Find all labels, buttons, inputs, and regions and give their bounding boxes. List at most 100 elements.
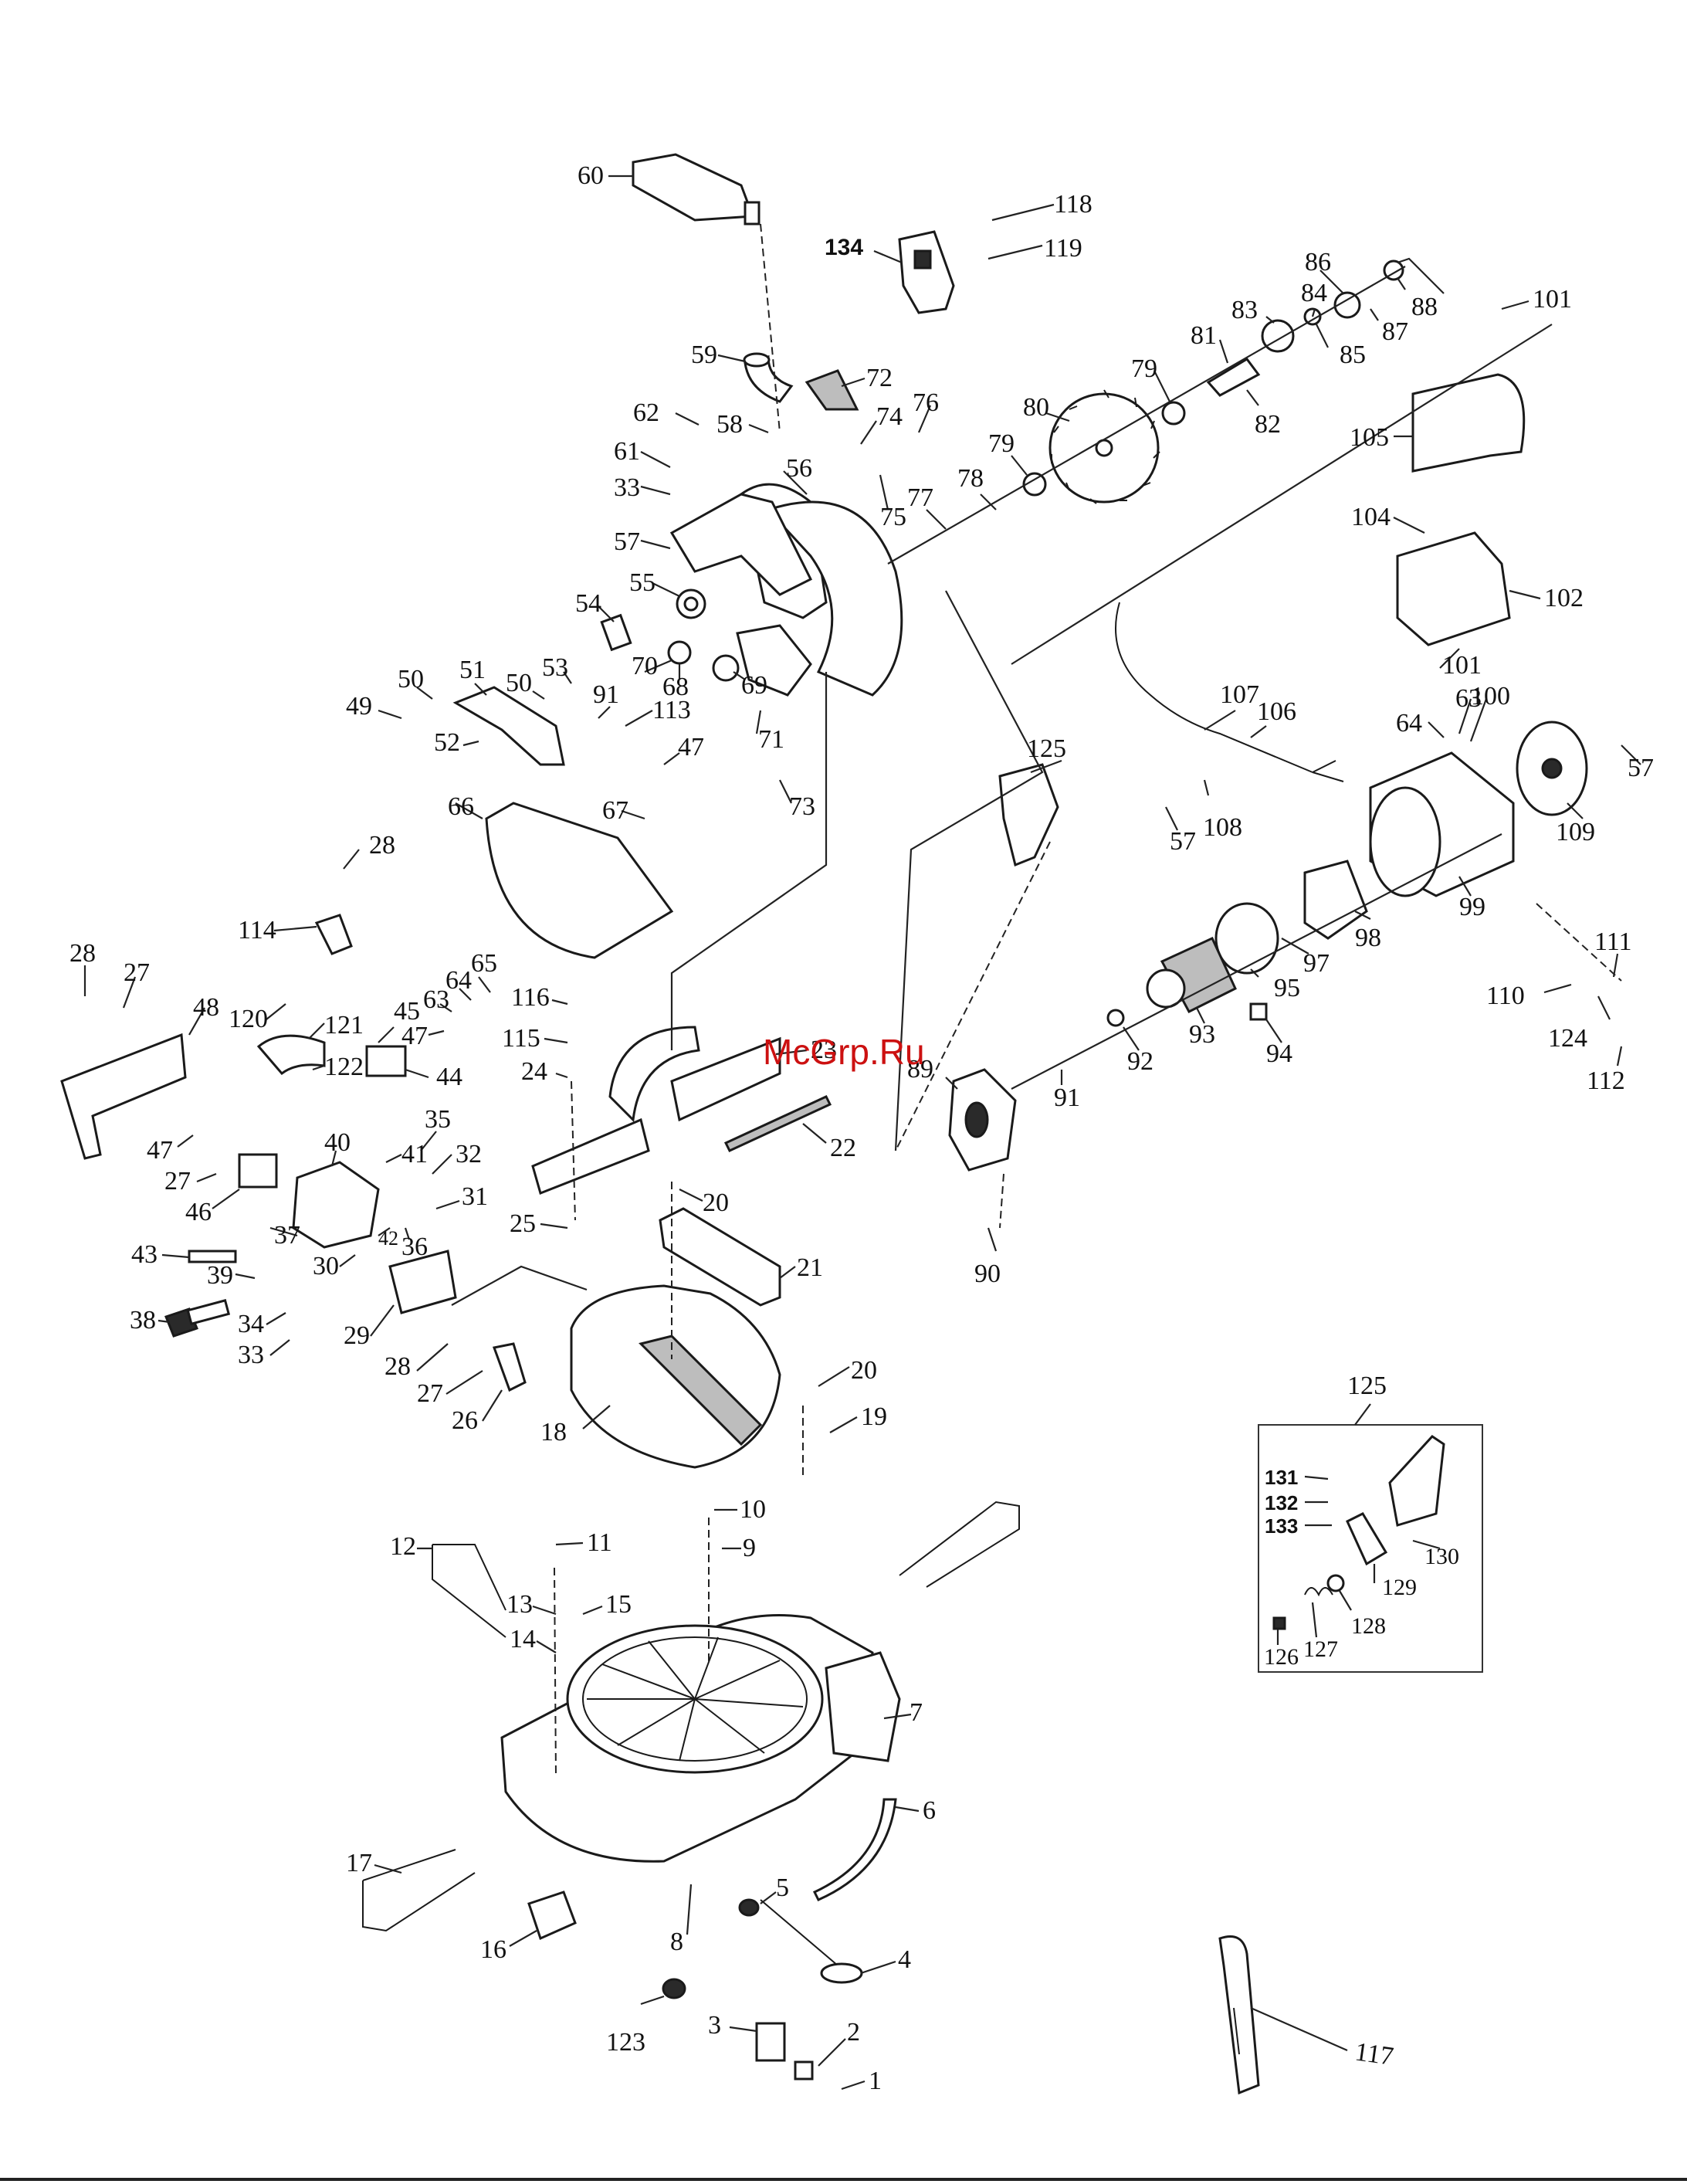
- leader-120: [266, 1003, 286, 1020]
- leader-74: [860, 420, 877, 445]
- label-93: 93: [1189, 1020, 1215, 1049]
- base-turntable-inner: [582, 1636, 808, 1762]
- lock-body-3: [755, 2022, 786, 2062]
- leader-134: [873, 249, 903, 264]
- leader-25: [540, 1223, 568, 1229]
- leader-53: [563, 671, 572, 684]
- label-28c: 28: [384, 1352, 411, 1381]
- rail-bracket: [60, 1033, 187, 1160]
- bearing-92: [1106, 1009, 1125, 1027]
- leader-21: [779, 1266, 796, 1279]
- leader-6: [895, 1806, 920, 1813]
- leader-119: [987, 244, 1043, 260]
- leader-18: [582, 1405, 611, 1429]
- leader-43: [161, 1253, 190, 1259]
- leader-130: [1412, 1539, 1441, 1550]
- leader-117: [1250, 2006, 1348, 2052]
- label-57c: 57: [1628, 754, 1654, 782]
- inset-plate-130: [1388, 1435, 1445, 1527]
- upper-guard-shell: [766, 500, 903, 697]
- leader-5: [760, 1891, 777, 1904]
- leader-52: [462, 740, 479, 747]
- label-128: 128: [1351, 1613, 1386, 1639]
- base-spokes: [587, 1636, 804, 1762]
- guard-link: [452, 686, 565, 766]
- inset-screw-126: [1272, 1616, 1286, 1630]
- leader-107: [1204, 710, 1236, 731]
- label-68: 68: [662, 673, 689, 701]
- leader-17: [374, 1864, 402, 1874]
- leader-27a: [196, 1172, 217, 1183]
- plate-washer-68: [667, 640, 692, 665]
- base-right-wing: [825, 1651, 901, 1762]
- label-122: 122: [324, 1053, 364, 1081]
- label-104: 104: [1351, 503, 1391, 531]
- label-95: 95: [1274, 974, 1300, 1002]
- label-113: 113: [652, 696, 691, 724]
- leader-22: [802, 1123, 827, 1144]
- bevel-shaft: [186, 1299, 231, 1326]
- label-37: 37: [274, 1221, 300, 1250]
- leader-88: [1397, 277, 1406, 290]
- label-124: 124: [1548, 1024, 1587, 1053]
- label-92: 92: [1127, 1047, 1153, 1076]
- label-89: 89: [907, 1055, 933, 1084]
- axis-housing: [1011, 324, 1553, 665]
- leader-3: [729, 2026, 757, 2033]
- label-60: 60: [578, 161, 604, 190]
- label-14: 14: [510, 1625, 536, 1653]
- label-6: 6: [923, 1796, 936, 1825]
- label-64a: 64: [445, 966, 472, 995]
- leader-123: [640, 1995, 665, 2006]
- leader-15: [582, 1605, 603, 1616]
- leader-64a: [459, 988, 472, 1001]
- label-87: 87: [1382, 317, 1408, 346]
- leader-108: [1203, 779, 1210, 796]
- label-plate: [805, 369, 859, 411]
- leader-51: [474, 683, 487, 696]
- turntable-slot: [639, 1334, 763, 1446]
- clamp-block: [365, 1045, 407, 1077]
- label-63a: 63: [423, 985, 449, 1014]
- base-bracket-16: [527, 1891, 577, 1941]
- axis-arbor: [887, 266, 1406, 565]
- label-123: 123: [606, 2028, 645, 2057]
- label-57a: 57: [614, 527, 640, 556]
- fence-scale-22: [723, 1095, 832, 1152]
- leader-99: [1458, 876, 1472, 897]
- leader-97: [1281, 938, 1309, 955]
- torsion-spring-core: [683, 596, 699, 612]
- leader-62: [675, 412, 700, 426]
- leader-45: [378, 1026, 395, 1043]
- leader-63a: [439, 1003, 452, 1012]
- axis-arm: [894, 590, 1044, 1151]
- label-19: 19: [861, 1402, 887, 1431]
- label-34: 34: [238, 1310, 264, 1338]
- leader-25-axis: [571, 1080, 576, 1221]
- leader-64b: [1428, 721, 1445, 738]
- leader-34: [266, 1312, 286, 1325]
- leader-7: [883, 1713, 912, 1720]
- leader-90: [987, 1227, 998, 1252]
- label-75: 75: [880, 503, 906, 531]
- label-91b: 91: [1054, 1084, 1080, 1112]
- extension-wire-12: [432, 1544, 506, 1638]
- label-55: 55: [629, 568, 655, 597]
- leader-90-axis: [999, 1173, 1004, 1229]
- label-119: 119: [1044, 234, 1082, 263]
- leader-40: [330, 1150, 337, 1167]
- label-54: 54: [575, 589, 601, 618]
- label-40: 40: [324, 1128, 351, 1157]
- leader-65: [478, 976, 491, 993]
- motor-housing-rim: [1369, 786, 1441, 897]
- label-69: 69: [741, 671, 767, 700]
- fence-left: [531, 1117, 650, 1195]
- leader-55: [652, 582, 680, 597]
- top-handle: [1411, 373, 1526, 473]
- leader-27b: [122, 976, 137, 1009]
- label-74: 74: [876, 402, 903, 431]
- label-82: 82: [1255, 410, 1281, 439]
- leader-32: [432, 1154, 452, 1175]
- label-109: 109: [1556, 818, 1595, 846]
